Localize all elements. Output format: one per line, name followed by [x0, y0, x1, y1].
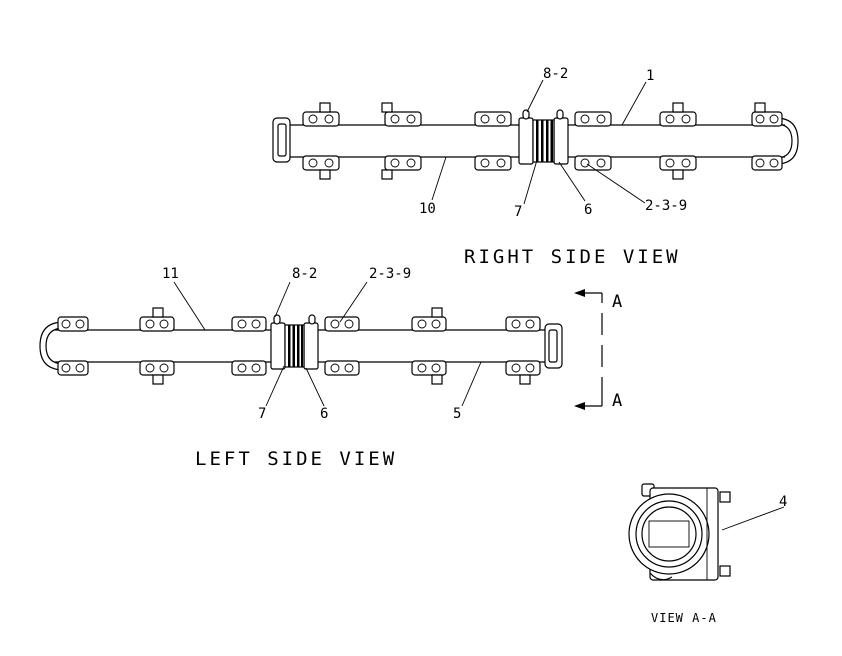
left-side-view-title: LEFT SIDE VIEW	[195, 448, 397, 470]
callout-10: 10	[419, 201, 436, 217]
callout-8-2-left: 8-2	[292, 266, 317, 282]
view-a-a-title: VIEW A-A	[651, 611, 717, 625]
callout-2-3-9-right: 2-3-9	[645, 198, 687, 214]
callout-1: 1	[646, 68, 654, 84]
right-view-leaders	[431, 79, 647, 205]
callout-6-left: 6	[320, 406, 328, 422]
callout-6-right: 6	[584, 202, 592, 218]
callout-2-3-9-left: 2-3-9	[369, 266, 411, 282]
right-side-view-title: RIGHT SIDE VIEW	[464, 246, 681, 268]
left-side-view-drawing	[39, 281, 563, 407]
callout-8-2-right: 8-2	[543, 66, 568, 82]
left-view-bosses	[57, 307, 541, 385]
callout-5: 5	[453, 406, 461, 422]
right-view-bellows-joint	[518, 109, 569, 165]
left-view-leaders	[173, 281, 482, 407]
section-marker-bottom: A	[612, 391, 622, 411]
callout-7-right: 7	[514, 204, 522, 220]
section-cut-line	[574, 289, 603, 410]
right-view-bosses	[302, 102, 783, 180]
callout-7-left: 7	[258, 406, 266, 422]
left-view-bellows-joint	[270, 314, 319, 370]
section-marker-top: A	[612, 292, 622, 312]
callout-11: 11	[162, 266, 179, 282]
section-view-drawing	[628, 483, 785, 581]
right-side-view-drawing	[272, 79, 799, 205]
callout-4: 4	[779, 494, 787, 510]
